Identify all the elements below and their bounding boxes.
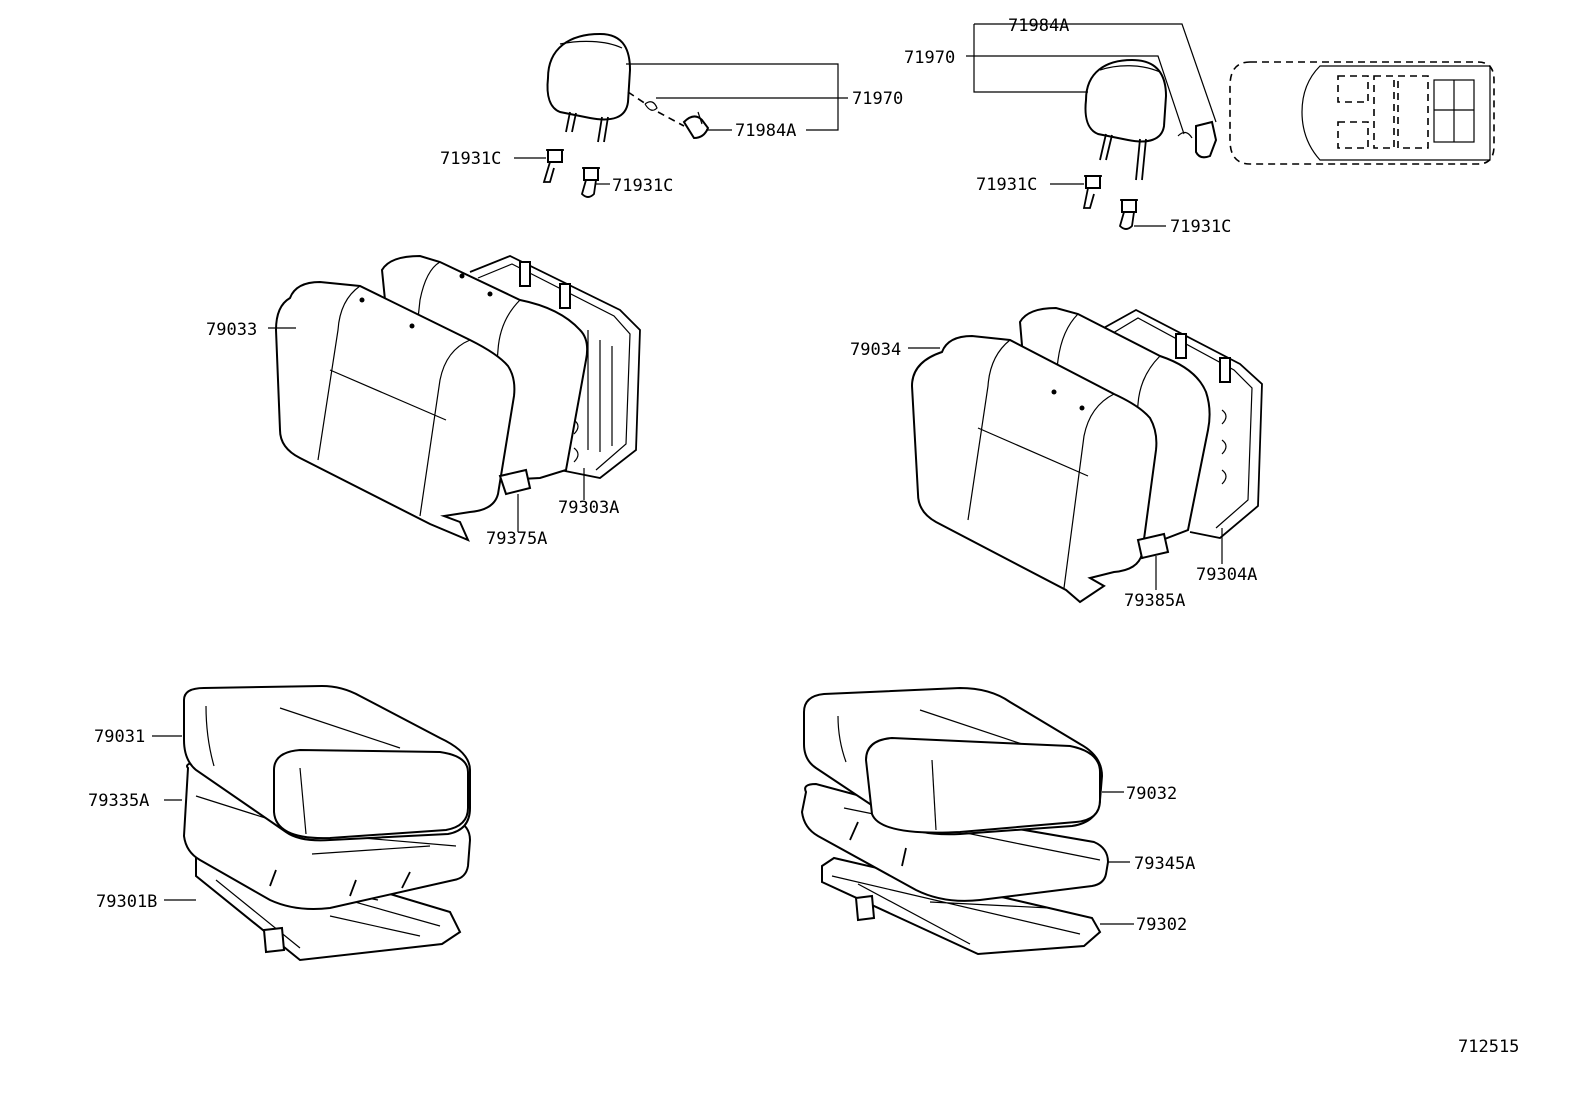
right-cushion-cover bbox=[803, 686, 1104, 836]
label-79034: 79034 bbox=[850, 340, 901, 360]
label-79375a: 79375A bbox=[486, 529, 547, 549]
label-71970-right: 71970 bbox=[904, 48, 955, 68]
left-headrest-guide-b bbox=[580, 167, 600, 198]
right-seatback bbox=[910, 306, 1263, 604]
label-79301b: 79301B bbox=[96, 892, 157, 912]
label-79304a: 79304A bbox=[1196, 565, 1257, 585]
label-79033: 79033 bbox=[206, 320, 257, 340]
label-79031: 79031 bbox=[94, 727, 145, 747]
label-79302: 79302 bbox=[1136, 915, 1187, 935]
label-79345a: 79345A bbox=[1134, 854, 1195, 874]
label-79032: 79032 bbox=[1126, 784, 1177, 804]
vehicle-location-inset bbox=[1229, 61, 1495, 165]
right-headrest-guide-a bbox=[1082, 175, 1102, 209]
label-71984a-left: 71984A bbox=[735, 121, 796, 141]
label-71931c-right-b: 71931C bbox=[1170, 217, 1231, 237]
left-seatback-leaders bbox=[268, 327, 585, 532]
left-seatback bbox=[274, 254, 641, 542]
right-cushion-leaders bbox=[1100, 791, 1134, 925]
left-cushion-cover bbox=[183, 684, 471, 842]
left-headrest-guide-a bbox=[542, 149, 564, 183]
label-71970-left: 71970 bbox=[852, 89, 903, 109]
label-79385a: 79385A bbox=[1124, 591, 1185, 611]
left-cushion-leaders bbox=[152, 735, 196, 901]
left-headrest-leaders bbox=[514, 63, 848, 185]
left-headrest bbox=[546, 32, 710, 143]
right-headrest-guide-b bbox=[1118, 199, 1138, 230]
figure-number: 712515 bbox=[1458, 1037, 1519, 1057]
label-71931c-left-a: 71931C bbox=[440, 149, 501, 169]
label-71984a-right: 71984A bbox=[1008, 16, 1069, 36]
right-seatback-leaders bbox=[908, 347, 1223, 590]
label-71931c-right-a: 71931C bbox=[976, 175, 1037, 195]
right-headrest-leaders bbox=[966, 23, 1217, 227]
label-79303a: 79303A bbox=[558, 498, 619, 518]
right-cushion-frame bbox=[821, 856, 1102, 956]
label-71931c-left-b: 71931C bbox=[612, 176, 673, 196]
label-79335a: 79335A bbox=[88, 791, 149, 811]
right-headrest bbox=[1084, 58, 1218, 181]
